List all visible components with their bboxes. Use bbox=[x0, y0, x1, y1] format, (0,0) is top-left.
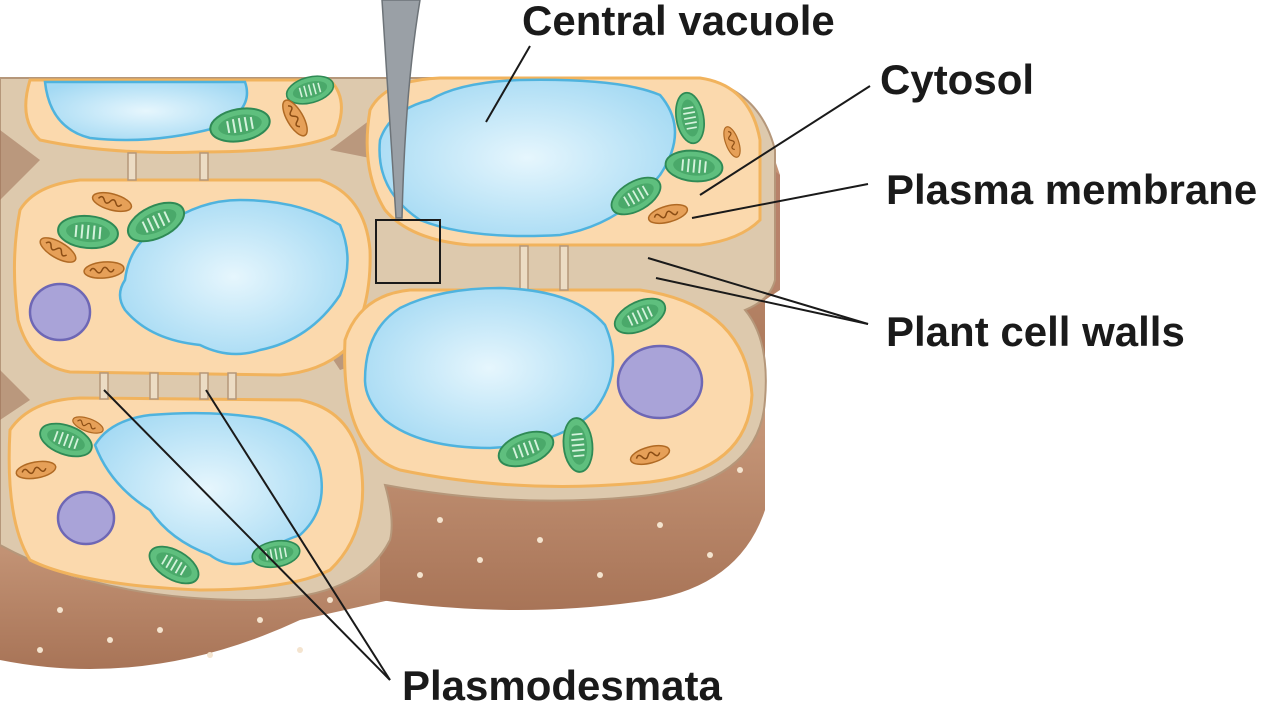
label-central-vacuole: Central vacuole bbox=[522, 0, 835, 44]
nucleus-middle-right bbox=[616, 344, 704, 420]
highlight-box bbox=[375, 219, 441, 284]
vacuole-bottom-left bbox=[93, 411, 324, 566]
vacuole-middle-left bbox=[118, 198, 349, 356]
nuclei bbox=[28, 282, 704, 546]
leader-plasmodesmata-2 bbox=[205, 389, 391, 681]
leader-plasmodesmata-1 bbox=[103, 389, 391, 681]
leader-plasma-membrane bbox=[691, 183, 869, 219]
leader-lines bbox=[103, 45, 871, 681]
leader-cell-wall-2 bbox=[655, 277, 869, 325]
label-plant-cell-walls: Plant cell walls bbox=[886, 308, 1185, 355]
vacuole-top-left bbox=[43, 80, 249, 142]
label-plasmodesmata: Plasmodesmata bbox=[402, 662, 722, 709]
nucleus-middle-left bbox=[28, 282, 92, 342]
leader-cell-wall-1 bbox=[647, 257, 869, 325]
vacuole-top-right bbox=[378, 78, 677, 238]
plasmodesmata-channels bbox=[99, 152, 569, 400]
leader-central-vacuole bbox=[485, 45, 531, 123]
needle-pointer bbox=[381, 0, 421, 219]
vacuole-middle-right bbox=[363, 286, 615, 450]
central-vacuoles bbox=[43, 78, 677, 566]
label-cytosol: Cytosol bbox=[880, 56, 1035, 103]
nucleus-bottom-left bbox=[56, 490, 116, 546]
leader-cytosol bbox=[699, 85, 871, 196]
label-plasma-membrane: Plasma membrane bbox=[886, 166, 1258, 213]
